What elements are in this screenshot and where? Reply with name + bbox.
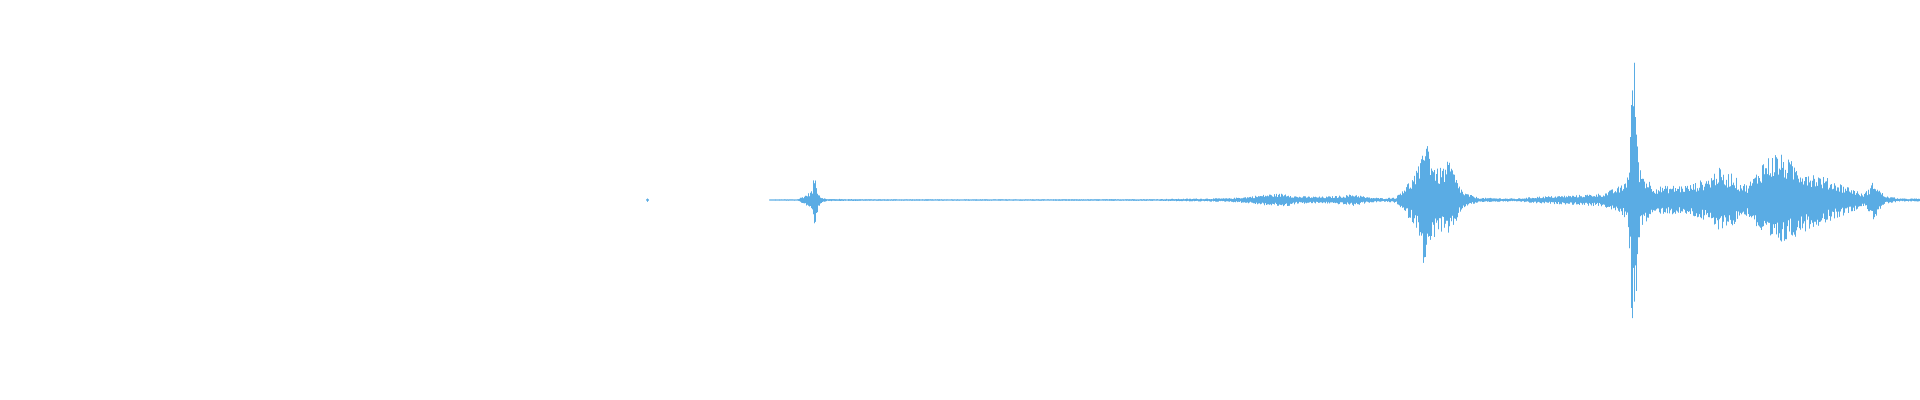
waveform-path	[646, 62, 1920, 319]
